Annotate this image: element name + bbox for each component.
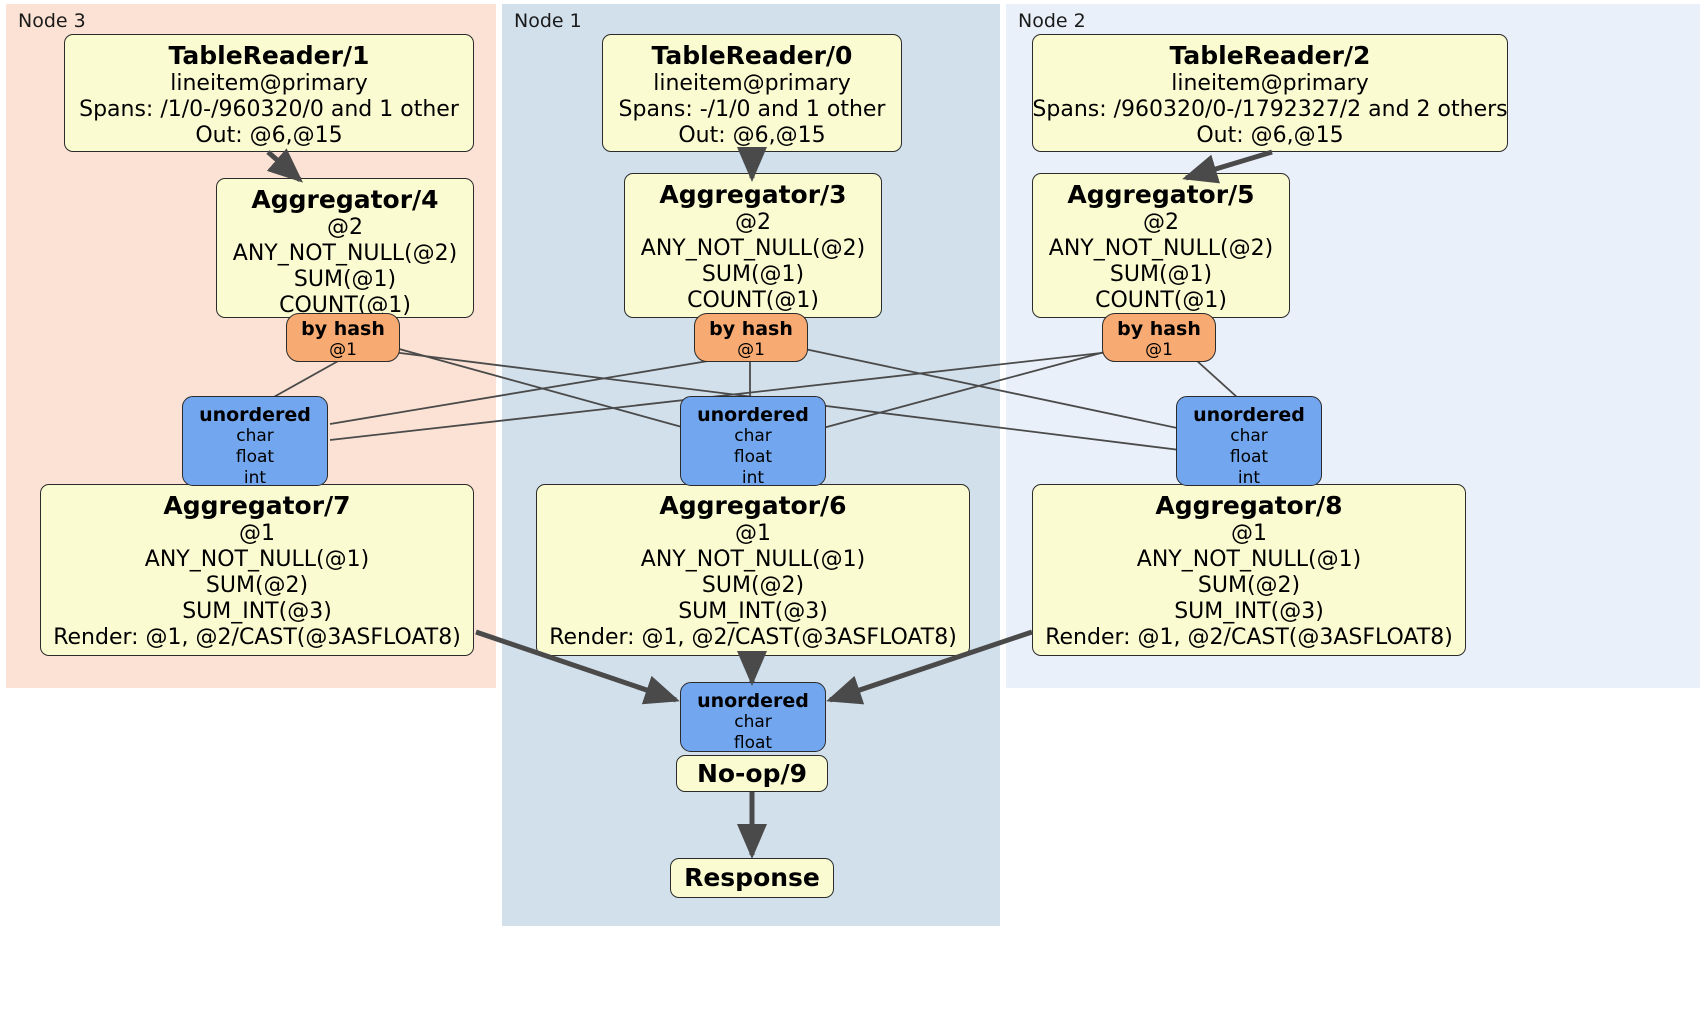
synchronizer-type: int xyxy=(243,468,267,488)
processor-agg-func: SUM(@2) xyxy=(1197,573,1301,598)
processor-spans: Spans: -/1/0 and 1 other xyxy=(618,97,886,122)
processor-aggregator-6[interactable]: Aggregator/6 @1 ANY_NOT_NULL(@1) SUM(@2)… xyxy=(536,484,970,656)
processor-group-cols: @1 xyxy=(735,521,771,546)
synchronizer-label: unordered xyxy=(1193,404,1305,426)
processor-agg-func: SUM(@2) xyxy=(701,573,805,598)
processor-title: TableReader/0 xyxy=(651,41,853,70)
synchronizer-unordered-8[interactable]: unordered char float int xyxy=(1176,396,1322,488)
processor-agg-func: ANY_NOT_NULL(@2) xyxy=(232,241,458,266)
processor-title: Aggregator/3 xyxy=(659,180,847,209)
synchronizer-type: float xyxy=(733,733,773,753)
synchronizer-type: char xyxy=(734,426,772,446)
processor-agg-func: ANY_NOT_NULL(@1) xyxy=(640,547,866,572)
processor-table-reader-0[interactable]: TableReader/0 lineitem@primary Spans: -/… xyxy=(602,34,902,152)
processor-agg-func: SUM(@1) xyxy=(701,262,805,287)
processor-title: Response xyxy=(684,863,820,892)
processor-aggregator-7[interactable]: Aggregator/7 @1 ANY_NOT_NULL(@1) SUM(@2)… xyxy=(40,484,474,656)
processor-agg-func: COUNT(@1) xyxy=(1095,288,1227,313)
node-panel-label: Node 3 xyxy=(18,10,86,32)
processor-title: Aggregator/7 xyxy=(163,491,351,520)
synchronizer-type: int xyxy=(741,468,765,488)
processor-table-reader-1[interactable]: TableReader/1 lineitem@primary Spans: /1… xyxy=(64,34,474,152)
processor-title: Aggregator/5 xyxy=(1067,180,1255,209)
processor-title: TableReader/2 xyxy=(1169,41,1371,70)
processor-agg-func: COUNT(@1) xyxy=(687,288,819,313)
processor-group-cols: @2 xyxy=(1143,210,1179,235)
router-hash-key: @1 xyxy=(329,340,357,360)
processor-title: TableReader/1 xyxy=(168,41,370,70)
router-hash-key: @1 xyxy=(1145,340,1173,360)
synchronizer-type: char xyxy=(734,712,772,732)
processor-agg-func: SUM_INT(@3) xyxy=(1174,599,1324,624)
processor-spans: Spans: /1/0-/960320/0 and 1 other xyxy=(79,97,459,122)
processor-spans: Spans: /960320/0-/1792327/2 and 2 others xyxy=(1032,97,1508,122)
synchronizer-type: float xyxy=(1229,447,1269,467)
processor-group-cols: @2 xyxy=(327,215,363,240)
processor-group-cols: @1 xyxy=(239,521,275,546)
processor-agg-func: SUM(@1) xyxy=(293,267,397,292)
processor-table: lineitem@primary xyxy=(653,71,851,96)
processor-group-cols: @2 xyxy=(735,210,771,235)
processor-aggregator-3[interactable]: Aggregator/3 @2 ANY_NOT_NULL(@2) SUM(@1)… xyxy=(624,173,882,318)
processor-agg-func: SUM(@1) xyxy=(1109,262,1213,287)
router-label: by hash xyxy=(301,318,385,340)
processor-response[interactable]: Response xyxy=(670,858,834,898)
processor-render: Render: @1, @2/CAST(@3ASFLOAT8) xyxy=(549,625,957,650)
node-panel-label: Node 2 xyxy=(1018,10,1086,32)
synchronizer-unordered-7[interactable]: unordered char float int xyxy=(182,396,328,488)
processor-out: Out: @6,@15 xyxy=(1196,123,1344,148)
router-by-hash-4[interactable]: by hash @1 xyxy=(286,313,400,362)
router-by-hash-5[interactable]: by hash @1 xyxy=(1102,313,1216,362)
processor-agg-func: SUM(@2) xyxy=(205,573,309,598)
processor-title: Aggregator/8 xyxy=(1155,491,1343,520)
processor-render: Render: @1, @2/CAST(@3ASFLOAT8) xyxy=(53,625,461,650)
router-by-hash-3[interactable]: by hash @1 xyxy=(694,313,808,362)
processor-agg-func: ANY_NOT_NULL(@2) xyxy=(1048,236,1274,261)
processor-table: lineitem@primary xyxy=(1171,71,1369,96)
processor-aggregator-5[interactable]: Aggregator/5 @2 ANY_NOT_NULL(@2) SUM(@1)… xyxy=(1032,173,1290,318)
processor-table-reader-2[interactable]: TableReader/2 lineitem@primary Spans: /9… xyxy=(1032,34,1508,152)
router-label: by hash xyxy=(1117,318,1201,340)
processor-no-op-9[interactable]: No-op/9 xyxy=(676,755,828,792)
node-panel-label: Node 1 xyxy=(514,10,582,32)
synchronizer-type: float xyxy=(235,447,275,467)
synchronizer-label: unordered xyxy=(199,404,311,426)
synchronizer-unordered-final[interactable]: unordered char float xyxy=(680,682,826,753)
synchronizer-label: unordered xyxy=(697,690,809,712)
synchronizer-type: float xyxy=(733,447,773,467)
processor-out: Out: @6,@15 xyxy=(195,123,343,148)
synchronizer-type: char xyxy=(1230,426,1268,446)
synchronizer-type: char xyxy=(236,426,274,446)
processor-aggregator-4[interactable]: Aggregator/4 @2 ANY_NOT_NULL(@2) SUM(@1)… xyxy=(216,178,474,318)
synchronizer-unordered-6[interactable]: unordered char float int xyxy=(680,396,826,488)
processor-out: Out: @6,@15 xyxy=(678,123,826,148)
processor-aggregator-8[interactable]: Aggregator/8 @1 ANY_NOT_NULL(@1) SUM(@2)… xyxy=(1032,484,1466,656)
router-label: by hash xyxy=(709,318,793,340)
processor-agg-func: ANY_NOT_NULL(@1) xyxy=(144,547,370,572)
router-hash-key: @1 xyxy=(737,340,765,360)
synchronizer-label: unordered xyxy=(697,404,809,426)
synchronizer-type: int xyxy=(1237,468,1261,488)
processor-agg-func: ANY_NOT_NULL(@1) xyxy=(1136,547,1362,572)
processor-render: Render: @1, @2/CAST(@3ASFLOAT8) xyxy=(1045,625,1453,650)
processor-group-cols: @1 xyxy=(1231,521,1267,546)
processor-agg-func: ANY_NOT_NULL(@2) xyxy=(640,236,866,261)
processor-table: lineitem@primary xyxy=(170,71,368,96)
processor-title: Aggregator/6 xyxy=(659,491,847,520)
processor-title: No-op/9 xyxy=(696,758,808,788)
processor-title: Aggregator/4 xyxy=(251,185,439,214)
processor-agg-func: SUM_INT(@3) xyxy=(182,599,332,624)
processor-agg-func: SUM_INT(@3) xyxy=(678,599,828,624)
